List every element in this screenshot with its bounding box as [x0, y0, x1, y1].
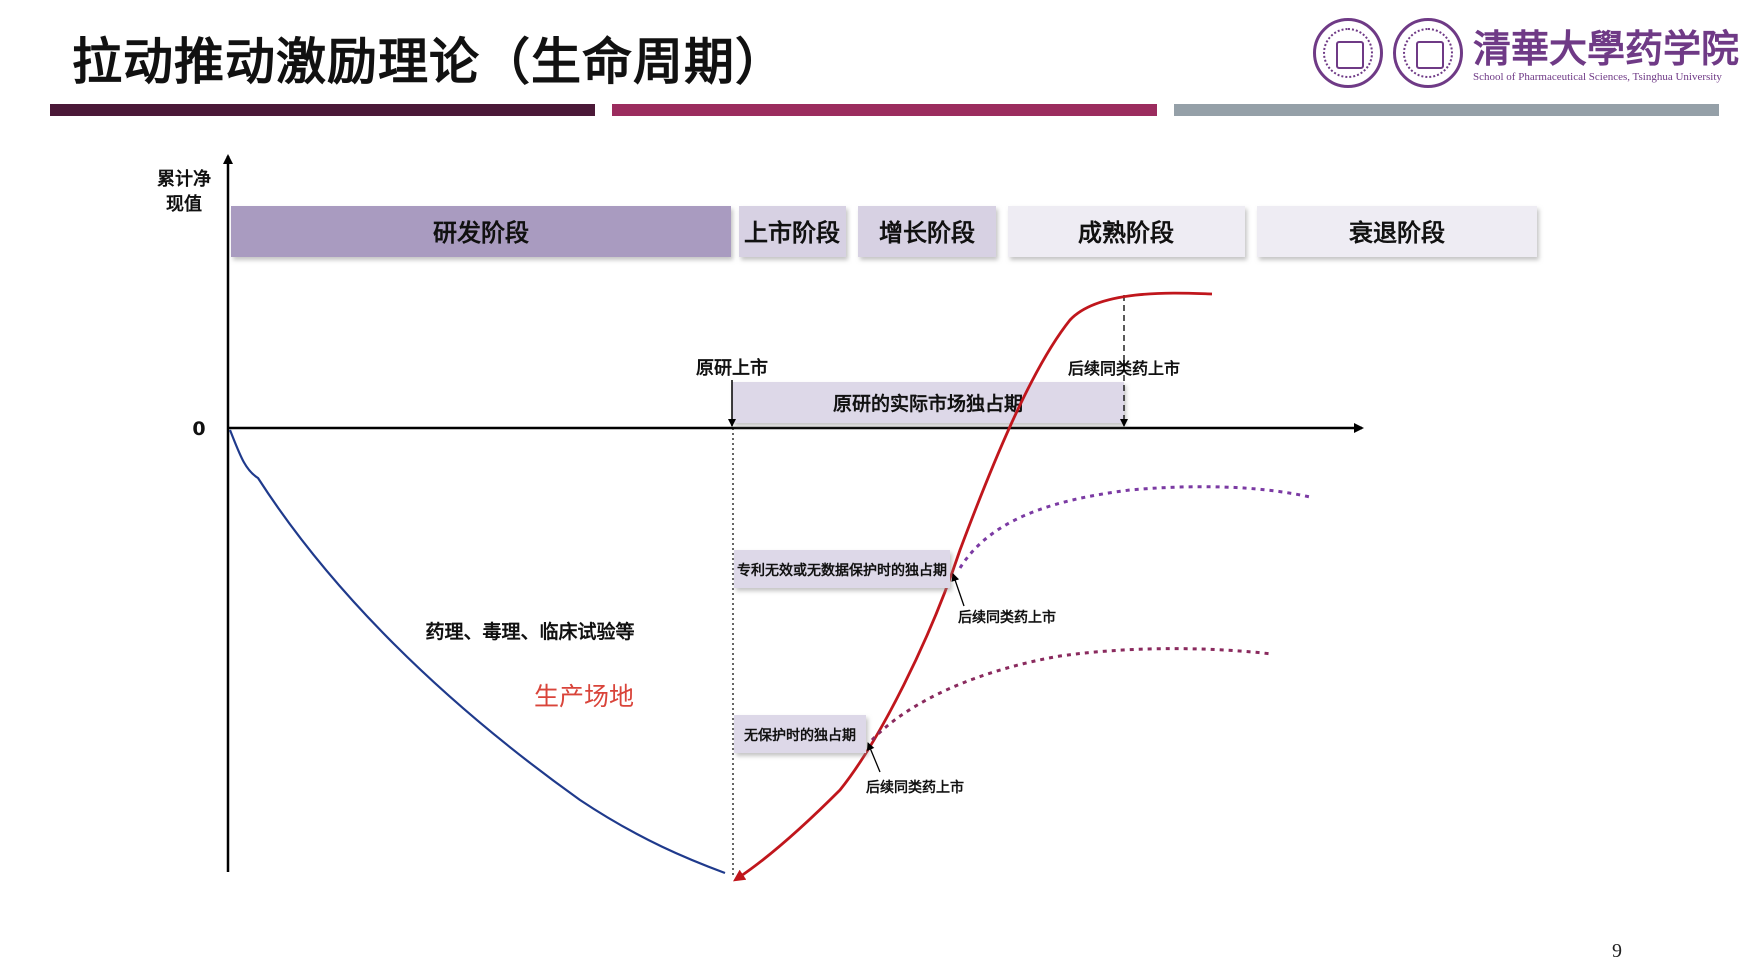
follow-on-launch-low-label: 后续同类药上市	[866, 779, 964, 796]
stage-box-decline	[1257, 206, 1537, 257]
header-divider-gray	[1174, 104, 1719, 116]
main-revenue-curve	[733, 291, 1213, 882]
slide-title: 拉动推动激励理论（生命周期）	[72, 33, 786, 91]
header-divider-magenta	[612, 104, 1157, 116]
y-axis-label-line2: 现值	[166, 193, 202, 215]
stage-label-launch: 上市阶段	[744, 219, 840, 247]
stage-label-growth: 增长阶段	[879, 219, 975, 247]
stage-label-rd: 研发阶段	[433, 219, 529, 247]
pharmacy-school-seal-logo	[1393, 18, 1463, 88]
header-divider-dark	[50, 104, 595, 116]
dotted-curve-upper	[958, 485, 1311, 569]
rd-cash-curve	[228, 429, 726, 875]
page-number: 9	[1612, 940, 1622, 962]
stage-box-launch	[739, 206, 846, 257]
school-name-english: School of Pharmaceutical Sciences, Tsing…	[1473, 71, 1722, 83]
patent-invalid-exclusivity-label: 专利无效或无数据保护时的独占期	[737, 562, 947, 579]
stage-box-rd	[231, 206, 731, 257]
no-protection-exclusivity-box	[734, 715, 866, 753]
university-seal-logo	[1313, 18, 1383, 88]
y-axis-label-line1: 累计净	[157, 168, 211, 190]
follow-on-launch-mid-label: 后续同类药上市	[958, 609, 1056, 626]
stage-label-decline: 衰退阶段	[1348, 219, 1445, 247]
no-protection-exclusivity-label: 无保护时的独占期	[743, 727, 856, 744]
zero-label: 0	[192, 418, 205, 440]
stage-box-maturity	[1008, 206, 1245, 257]
market-exclusivity-label: 原研的实际市场独占期	[833, 392, 1023, 415]
dotted-curve-lower	[870, 647, 1273, 742]
school-name-logo: 清華大學药学院	[1473, 26, 1740, 71]
production-site-label: 生产场地	[534, 682, 634, 711]
follow-on-launch-mid-arrow	[951, 573, 965, 607]
market-exclusivity-box	[732, 382, 1124, 423]
stage-box-growth	[858, 206, 996, 257]
stage-label-maturity: 成熟阶段	[1078, 219, 1174, 247]
original-launch-label: 原研上市	[696, 357, 768, 379]
patent-invalid-exclusivity-box	[734, 550, 950, 588]
rd-activities-label: 药理、毒理、临床试验等	[425, 620, 634, 643]
follow-on-launch-low-arrow	[866, 742, 881, 773]
